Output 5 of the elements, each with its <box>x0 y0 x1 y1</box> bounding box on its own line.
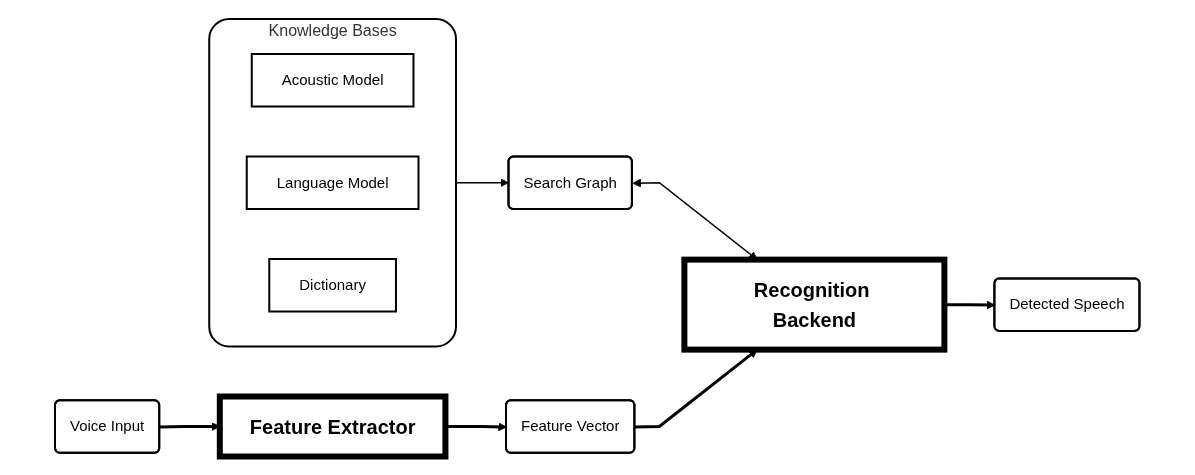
node-box: Acoustic Model <box>251 52 415 108</box>
node-box: Dictionary <box>268 257 398 313</box>
node-box: Language Model <box>246 155 420 210</box>
node-box: Recognition Backend <box>681 256 948 353</box>
node-box: Feature Extractor <box>217 393 449 460</box>
